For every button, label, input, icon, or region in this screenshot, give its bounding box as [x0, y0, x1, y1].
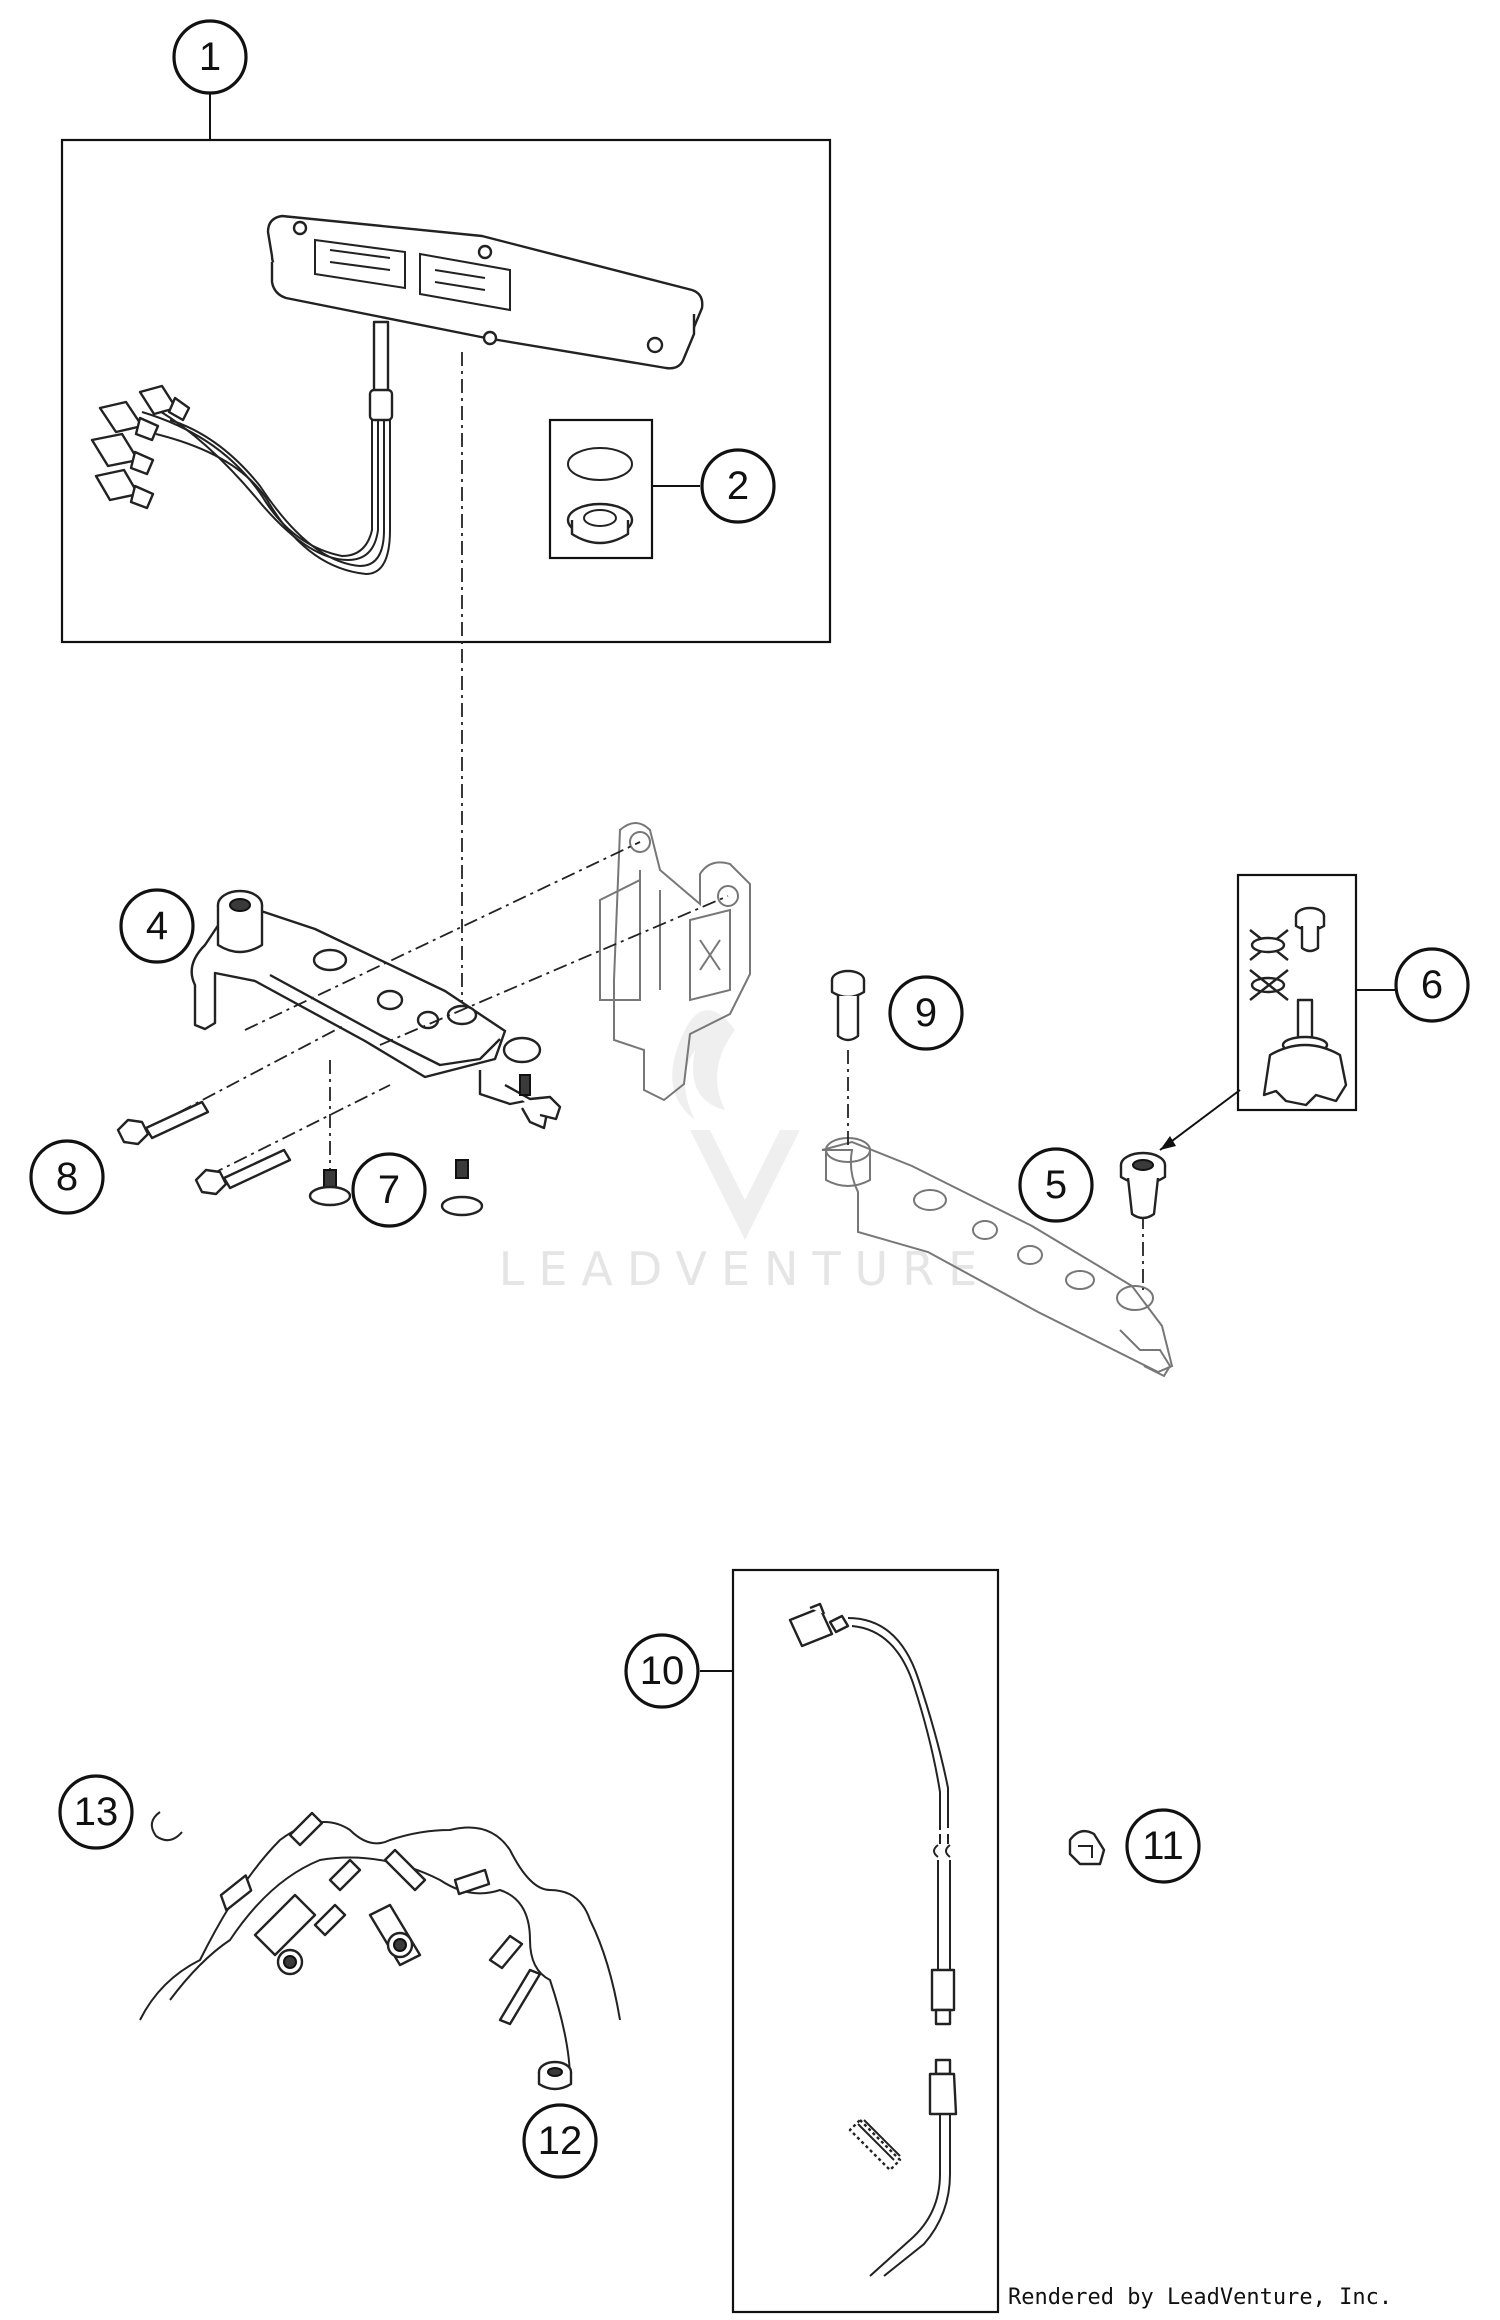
kit-10-box	[731, 1568, 1000, 2314]
callout-8: 8	[29, 1139, 105, 1215]
speed-sensor-cable	[788, 1602, 958, 2277]
callout-label: 1	[199, 35, 221, 79]
grommet	[566, 502, 634, 545]
brake-disc	[139, 1811, 621, 2081]
callout-1: 1	[172, 19, 248, 95]
callout-label: 5	[1045, 1163, 1067, 1207]
cable-clip	[1068, 1829, 1106, 1866]
kit-1-box	[60, 138, 832, 644]
connector-plug	[98, 400, 160, 442]
o-ring	[567, 447, 633, 481]
bolt	[194, 1148, 292, 1196]
kit-2-box	[548, 418, 654, 560]
kit-6-arrow-head	[1160, 1136, 1176, 1150]
dashboard-display-unit	[266, 214, 704, 370]
bolt	[116, 1100, 210, 1146]
kit-6-box	[1236, 873, 1358, 1112]
watermark-text: LEADVENTURE	[499, 1242, 992, 1296]
connector-plug	[94, 468, 155, 510]
callout-label: 10	[640, 1649, 685, 1693]
screw	[440, 1159, 484, 1217]
wiring-harness	[90, 320, 394, 576]
callout-label: 4	[146, 904, 168, 948]
alignment-line	[244, 841, 641, 1031]
screw	[308, 1169, 352, 1207]
callout-4: 4	[119, 888, 195, 964]
callout-label: 9	[915, 991, 937, 1035]
callout-7: 7	[351, 1152, 427, 1228]
alignment-line	[379, 895, 729, 1046]
callout-label: 8	[56, 1155, 78, 1199]
connector-plug	[90, 432, 155, 476]
callout-label: 2	[727, 464, 749, 508]
callout-13: 13	[58, 1774, 134, 1850]
callout-label: 7	[378, 1168, 400, 1212]
nut	[537, 2060, 573, 2091]
render-credit: Rendered by LeadVenture, Inc.	[1008, 2285, 1392, 2310]
callout-label: 6	[1421, 963, 1443, 1007]
alignment-line	[209, 1084, 391, 1176]
callout-label: 12	[538, 2119, 583, 2163]
mounting-bracket	[190, 889, 562, 1130]
connector-plug	[138, 384, 191, 422]
kit-6-arrow	[1159, 1089, 1241, 1151]
callout-10: 10	[624, 1633, 700, 1709]
callout-11: 11	[1125, 1808, 1201, 1884]
callout-label: 13	[74, 1790, 119, 1834]
watermark: LEADVENTURE	[499, 1010, 992, 1296]
callout-2: 2	[700, 448, 776, 524]
callout-5: 5	[1018, 1147, 1094, 1223]
callout-12: 12	[522, 2103, 598, 2179]
kit-6-parts	[1249, 906, 1348, 1107]
callout-9: 9	[888, 975, 964, 1051]
rubber-plug	[830, 969, 866, 1042]
callout-6: 6	[1394, 947, 1470, 1023]
frame-mount-ghost	[599, 822, 751, 1102]
retaining-ring	[150, 1811, 183, 1842]
callout-label: 11	[1142, 1824, 1184, 1868]
bushing	[1119, 1151, 1167, 1220]
